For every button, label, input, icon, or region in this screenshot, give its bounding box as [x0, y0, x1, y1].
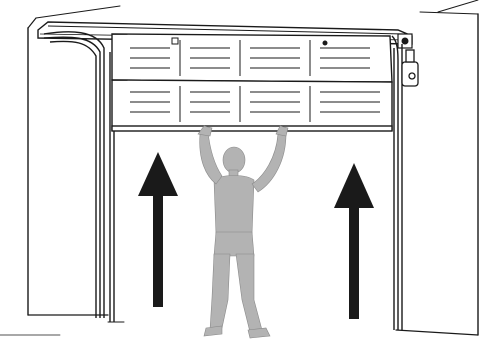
motor-unit: [401, 49, 419, 87]
room-frame: [0, 0, 479, 336]
left-track: [43, 31, 115, 322]
up-arrow-icon: [334, 163, 374, 319]
right-track: [391, 35, 403, 330]
garage-door-icon: [111, 33, 393, 132]
up-arrow-icon: [138, 152, 178, 307]
person-icon: [197, 125, 289, 339]
